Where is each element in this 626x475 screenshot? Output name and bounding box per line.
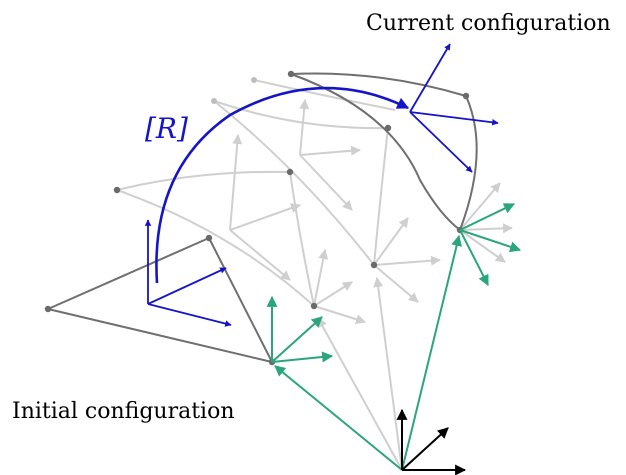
intermediate-arrow [373, 217, 409, 266]
green-axis-arrow [271, 316, 323, 363]
intermediate-edge [253, 79, 396, 111]
blue-axis-arrow [147, 303, 232, 327]
green-vectors [266, 203, 522, 471]
node-intermediate-top [286, 168, 294, 176]
current-edge [290, 73, 461, 231]
current-configuration-label: Current configuration [366, 11, 611, 36]
intermediate-node [251, 77, 257, 83]
green-axis-arrow [459, 203, 515, 231]
intermediate-edge [213, 100, 375, 266]
configuration-nodes [44, 70, 470, 366]
initial-edge [208, 237, 273, 363]
blue-axis-arrow [409, 43, 451, 113]
intermediate-edge [373, 127, 389, 266]
initial-blue-frame [144, 219, 232, 327]
intermediate-arrow [373, 277, 403, 471]
node-intermediate-left [113, 186, 121, 194]
initial-configuration-label: Initial configuration [12, 399, 235, 424]
green-axis-arrow [459, 229, 522, 253]
node-intermediate-bottom [310, 302, 318, 310]
blue-axis-arrow [147, 267, 227, 305]
intermediate-arrow [299, 154, 353, 211]
intermediate-arrow [313, 305, 366, 325]
current-edge [290, 72, 467, 97]
node-intermediate-upper [384, 124, 392, 132]
current-edge [459, 95, 478, 231]
current-blue-frame [409, 43, 499, 173]
intermediate-node [211, 98, 217, 104]
intermediate-arrow [229, 134, 243, 231]
intermediate-arrow [229, 229, 291, 281]
global-frame [396, 408, 467, 475]
intermediate-edge [289, 171, 315, 307]
node-intermediate-mid [370, 261, 378, 269]
current-position-vector [401, 234, 463, 471]
intermediate-configurations [116, 79, 513, 471]
initial-edge [47, 308, 273, 363]
intermediate-arrow [459, 223, 513, 234]
rotation-label: [R] [145, 112, 188, 145]
intermediate-arrow [373, 255, 441, 266]
intermediate-arrow [299, 99, 310, 156]
intermediate-arrow [313, 249, 329, 307]
intermediate-arrow [317, 317, 403, 471]
blue-axis-arrow [409, 111, 473, 173]
rotation-arc [155, 86, 410, 284]
initial-position-vector [274, 365, 403, 471]
node-current-right [462, 92, 470, 100]
intermediate-edge [116, 170, 291, 191]
node-current-left [287, 70, 295, 78]
intermediate-arrow [313, 281, 353, 307]
node-initial-left [44, 305, 52, 313]
current-configuration-shape [290, 72, 478, 231]
initial-configuration-shape [47, 237, 273, 363]
intermediate-edge [213, 100, 389, 130]
intermediate-arrow [299, 145, 361, 156]
intermediate-arrow [229, 203, 301, 231]
initial-edge [47, 237, 210, 310]
intermediate-arrow [459, 229, 506, 263]
intermediate-edge [116, 189, 315, 307]
intermediate-arrow [373, 264, 419, 303]
green-axis-arrow [271, 351, 334, 363]
intermediate-arrow [459, 182, 501, 231]
global-axis-arrow [401, 427, 449, 471]
blue-axis-arrow [409, 111, 499, 126]
green-axis-arrow [459, 229, 489, 286]
intermediate-nodes [211, 77, 257, 104]
node-initial-top [205, 234, 213, 242]
